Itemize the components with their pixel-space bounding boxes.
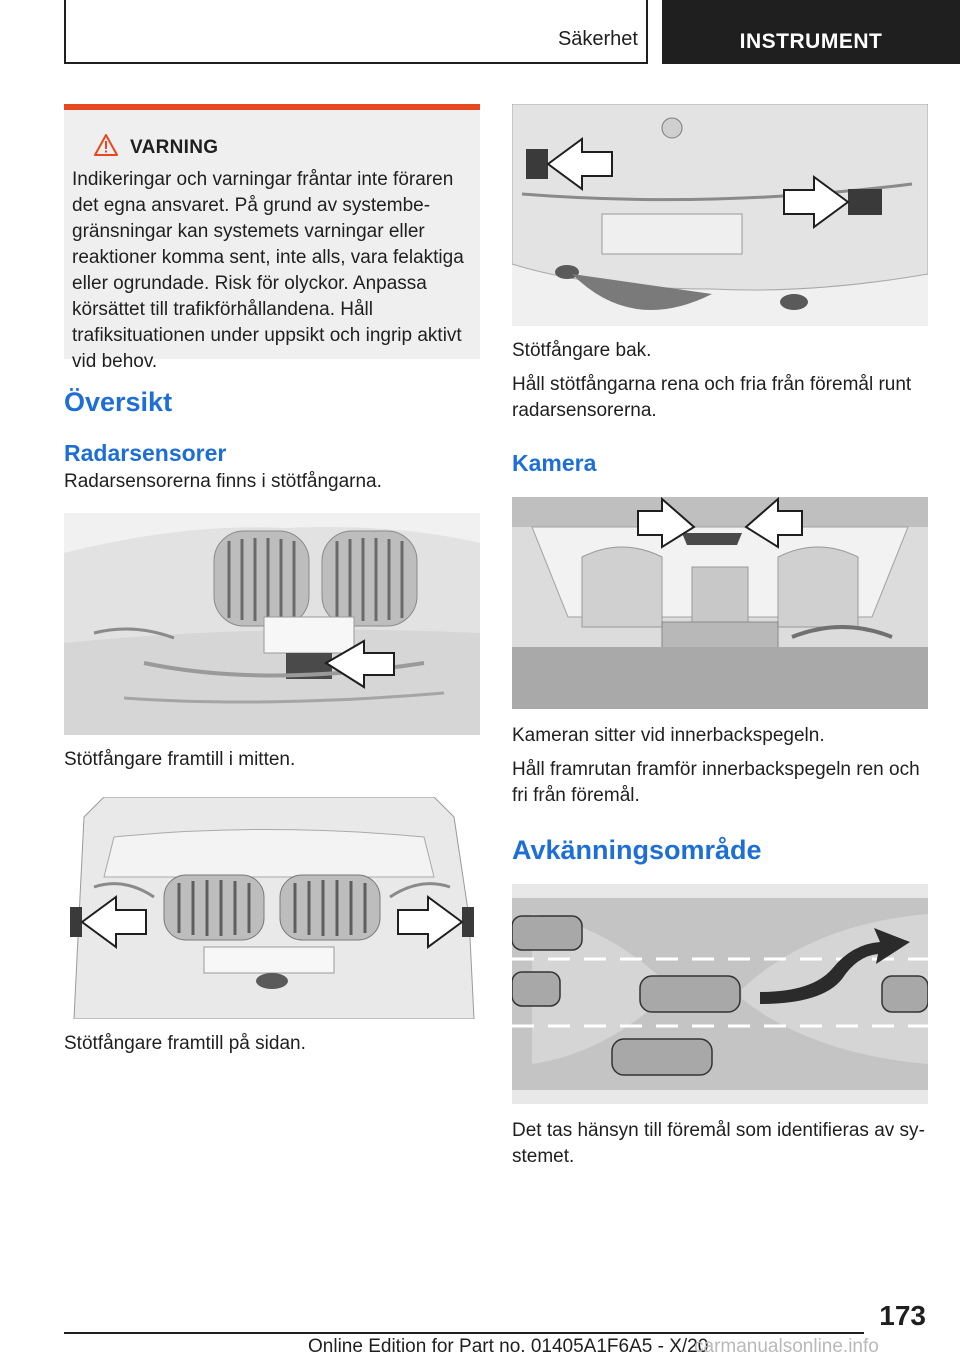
warning-triangle-icon (94, 134, 118, 161)
page-number: 173 (879, 1300, 926, 1331)
header-section-title: Säkerhet (557, 28, 638, 50)
warning-header: VARNING (94, 134, 472, 161)
detection-text: Det tas hänsyn till föremål som identifi… (512, 1120, 925, 1167)
footer-divider (64, 1332, 864, 1334)
camera-caption: Kameran sitter vid innerbackspegeln. (512, 725, 825, 746)
detection-heading: Avkänningsområde (512, 835, 762, 865)
warning-title: VARNING (130, 136, 219, 158)
right-column: Stötfångare bak. Håll stötfångarna rena … (512, 104, 928, 1170)
camera-heading: Kamera (512, 450, 597, 476)
warning-box: VARNING Indikeringar och varningar frånt… (64, 104, 480, 372)
footer-watermark[interactable]: carmanualsonline.info (694, 1336, 879, 1357)
detection-area-figure (512, 884, 928, 1104)
camera-figure (512, 497, 928, 709)
rear-bumper-figure (512, 104, 928, 326)
radar-heading: Radarsensorer (64, 440, 227, 466)
front-bumper-center-figure (64, 513, 480, 735)
front-bumper-side-figure (64, 797, 480, 1019)
radar-intro: Radarsensorerna finns i stötfångarna. (64, 471, 382, 492)
caption-front-side: Stötfångare framtill på sidan. (64, 1033, 306, 1054)
camera-text: Håll framrutan framför innerbackspegeln … (512, 759, 920, 806)
caption-rear: Stötfångare bak. (512, 340, 652, 361)
rear-bumper-text: Håll stötfångarna rena och fria från för… (512, 374, 912, 421)
warning-text: Indikeringar och varningar fråntar inte … (72, 169, 464, 372)
caption-front-center: Stötfångare framtill i mitten. (64, 749, 296, 770)
overview-heading: Översikt (64, 387, 173, 417)
footer-edition: Online Edition for Part no. 01405A1F6A5 … (308, 1336, 709, 1357)
header-frame (64, 0, 648, 64)
header-chapter-tab: INSTRUMENT (662, 0, 960, 64)
left-column: VARNING Indikeringar och varningar frånt… (64, 104, 480, 1057)
